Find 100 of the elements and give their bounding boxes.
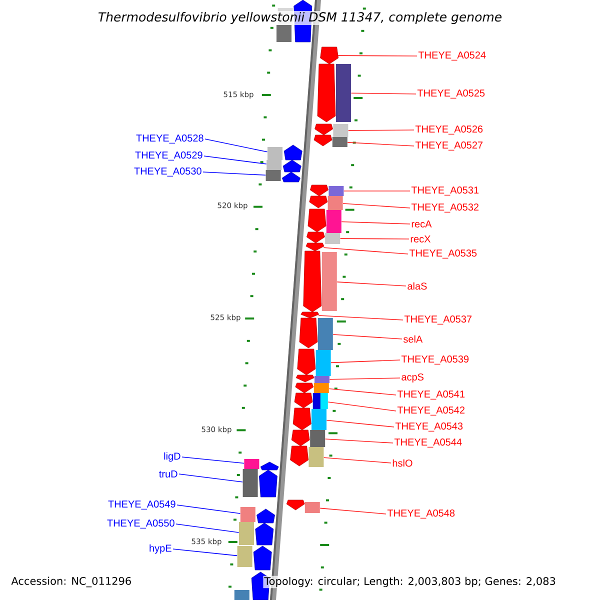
gene-color-box: [304, 502, 320, 513]
gene-label: THEYE_A0542: [397, 406, 465, 416]
leader-line: [332, 334, 402, 340]
gene-glyph: [291, 430, 310, 446]
gene-glyph: [294, 392, 313, 408]
gene-glyph: [306, 232, 325, 244]
gene-label: THEYE_A0550: [107, 520, 174, 528]
leader-line: [172, 548, 238, 556]
leader-line: [347, 142, 414, 146]
gene-label: THEYE_A0535: [409, 250, 477, 258]
genome-title: Thermodesulfovibrio yellowstonii DSM 11347, complete genome: [96, 10, 504, 26]
gene-color-box: [312, 393, 328, 409]
leader-line: [176, 504, 241, 514]
gene-glyph: [296, 374, 314, 382]
gene-glyph: [260, 462, 279, 470]
gene-glyph: [255, 522, 274, 546]
gene-color-box: [237, 546, 252, 567]
leader-line: [182, 456, 244, 464]
gene-label: THEYE_A0528: [136, 134, 204, 144]
gene-color-box: [318, 318, 333, 350]
leader-line: [326, 420, 394, 428]
gene-color-box: [316, 350, 331, 376]
gene-label: hslO: [392, 459, 412, 467]
leader-line: [341, 221, 410, 224]
gene-label: THEYE_A0541: [397, 390, 465, 400]
gene-label: THEYE_A0525: [417, 90, 485, 98]
gene-label: THEYE_A0527: [415, 142, 483, 150]
gene-label: THEYE_A0543: [395, 422, 463, 432]
gene-glyph: [306, 242, 324, 252]
gene-label: acpS: [402, 373, 424, 383]
leader-line: [329, 378, 400, 380]
gene-label: THEYE_A0537: [404, 316, 472, 324]
gene-label: selA: [403, 335, 423, 343]
gene-color-box: [328, 196, 343, 210]
gene-glyph: [309, 196, 328, 208]
gene-color-box: [268, 147, 282, 160]
gene-color-box: [336, 64, 351, 122]
gene-label: recA: [412, 220, 432, 228]
leader-line: [318, 315, 404, 320]
gene-label: THEYE_A0529: [135, 152, 202, 160]
gene-glyph: [284, 144, 302, 160]
leader-line: [338, 55, 418, 56]
gene-color-box: [239, 522, 254, 545]
gene-glyph: [292, 408, 312, 430]
leader-line: [204, 138, 268, 152]
leader-line: [324, 438, 394, 444]
leader-line: [323, 247, 408, 254]
leader-line: [328, 402, 396, 412]
leader-line: [342, 203, 410, 208]
gene-color-box: [242, 469, 258, 497]
gene-color-box: [333, 124, 348, 137]
gene-glyph: [282, 172, 300, 182]
gene-label: ligD: [164, 452, 180, 462]
leader-line: [204, 156, 267, 164]
gene-label: alaS: [408, 282, 427, 290]
leader-line: [348, 130, 414, 131]
gene-color-box: [314, 376, 330, 383]
gene-glyph: [286, 500, 305, 510]
leader-line: [350, 92, 416, 94]
info-text: Topology: circular; Length: 2,003,803 bp; Genes: 2,083: [263, 576, 557, 588]
leader-line: [340, 238, 410, 240]
leader-line: [324, 457, 392, 464]
gene-label: THEYE_A0548: [387, 510, 455, 518]
gene-color-box: [266, 160, 282, 170]
leader-line: [178, 474, 243, 482]
gene-color-box: [322, 252, 337, 311]
gene-label: THEYE_A0539: [401, 356, 469, 364]
gene-label: THEYE_A0526: [415, 126, 483, 134]
gene-color-box: [314, 383, 329, 393]
gene-color-box: [328, 186, 344, 196]
gene-label: THEYE_A0530: [134, 168, 202, 176]
gene-glyph: [253, 546, 272, 570]
gene-label: THEYE_A0531: [411, 186, 479, 196]
gene-glyph: [300, 312, 320, 318]
gene-color-box: [325, 233, 340, 244]
gene-label: THEYE_A0524: [418, 52, 486, 60]
gene-color-box: [332, 137, 348, 147]
leader-line: [344, 190, 410, 192]
gene-label: hypE: [150, 544, 172, 554]
gene-glyph: [320, 46, 338, 64]
gene-label: THEYE_A0532: [411, 204, 479, 212]
leader-line: [176, 524, 240, 533]
gene-color-box: [312, 409, 326, 430]
gene-glyph: [310, 184, 328, 196]
leader-line: [320, 508, 386, 514]
gene-color-box: [308, 447, 324, 467]
gene-glyph: [282, 160, 302, 172]
gene-color-box: [326, 210, 342, 233]
gene-glyph: [256, 508, 275, 524]
leader-line: [330, 360, 400, 364]
gene-glyph: [314, 134, 332, 146]
gene-label: THEYE_A0549: [108, 500, 176, 510]
leader-line: [328, 388, 396, 396]
gene-color-box: [266, 170, 281, 181]
leader-line: [202, 172, 266, 176]
gene-color-box: [240, 507, 256, 522]
gene-label: truD: [159, 470, 178, 478]
gene-color-box: [244, 459, 260, 469]
gene-color-box: [310, 430, 326, 447]
gene-label: THEYE_A0544: [394, 438, 462, 448]
